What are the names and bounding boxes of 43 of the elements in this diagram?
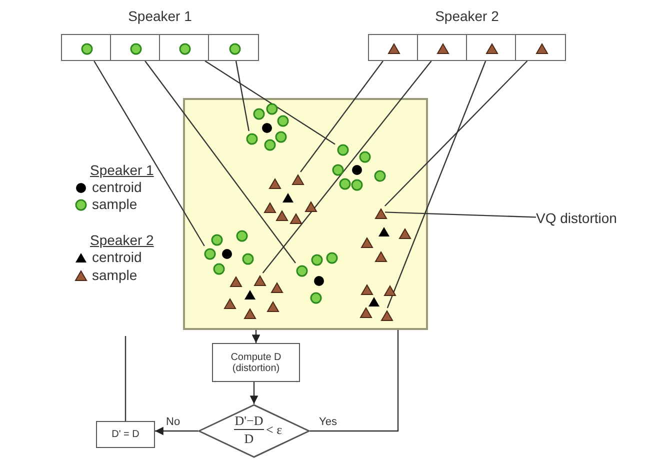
- edge-label: Yes: [318, 416, 338, 428]
- box-text: (distortion): [232, 362, 280, 374]
- numerator-text: D'−D: [234, 413, 264, 430]
- process-box: [212, 343, 300, 382]
- connector-line: [300, 60, 384, 172]
- connector-line: [386, 60, 486, 308]
- denominator-text: D: [243, 431, 255, 447]
- codebook-cell: [110, 34, 160, 61]
- connector-line: [384, 60, 528, 206]
- annotation-text: VQ distortion: [536, 210, 641, 228]
- connector-line: [310, 330, 399, 432]
- speaker-heading: Speaker 2: [434, 8, 500, 24]
- connector-line: [262, 60, 432, 274]
- edge-label: No: [165, 416, 182, 428]
- feature-space-panel: [183, 98, 428, 330]
- process-box: [96, 421, 155, 448]
- legend-text: sample: [92, 196, 138, 212]
- speaker-heading: Speaker 1: [127, 8, 193, 24]
- codebook-cell: [515, 34, 566, 61]
- connector-line: [144, 60, 296, 264]
- decision-diamond: [198, 404, 310, 458]
- legend-heading: Speaker 2: [90, 232, 154, 248]
- box-text: D' = D: [112, 429, 140, 440]
- codebook-cell: [466, 34, 516, 61]
- condition-text: < ε: [266, 422, 282, 438]
- leader-line: [384, 212, 536, 218]
- connector-line: [235, 60, 250, 132]
- box-text: Compute D: [230, 352, 282, 362]
- legend-text: centroid: [92, 179, 142, 195]
- legend-text: sample: [92, 267, 138, 283]
- arrow: [252, 330, 260, 343]
- codebook-cell: [159, 34, 209, 61]
- connector-line: [94, 60, 205, 246]
- codebook-cell: [417, 34, 467, 61]
- arrow: [250, 382, 258, 404]
- connector-line: [124, 336, 126, 421]
- connector-line: [204, 60, 336, 145]
- codebook-cell: [368, 34, 418, 61]
- codebook-cell: [61, 34, 111, 61]
- codebook-cell: [208, 34, 259, 61]
- legend-heading: Speaker 1: [90, 162, 154, 178]
- legend-text: centroid: [92, 249, 142, 265]
- arrow: [155, 426, 198, 436]
